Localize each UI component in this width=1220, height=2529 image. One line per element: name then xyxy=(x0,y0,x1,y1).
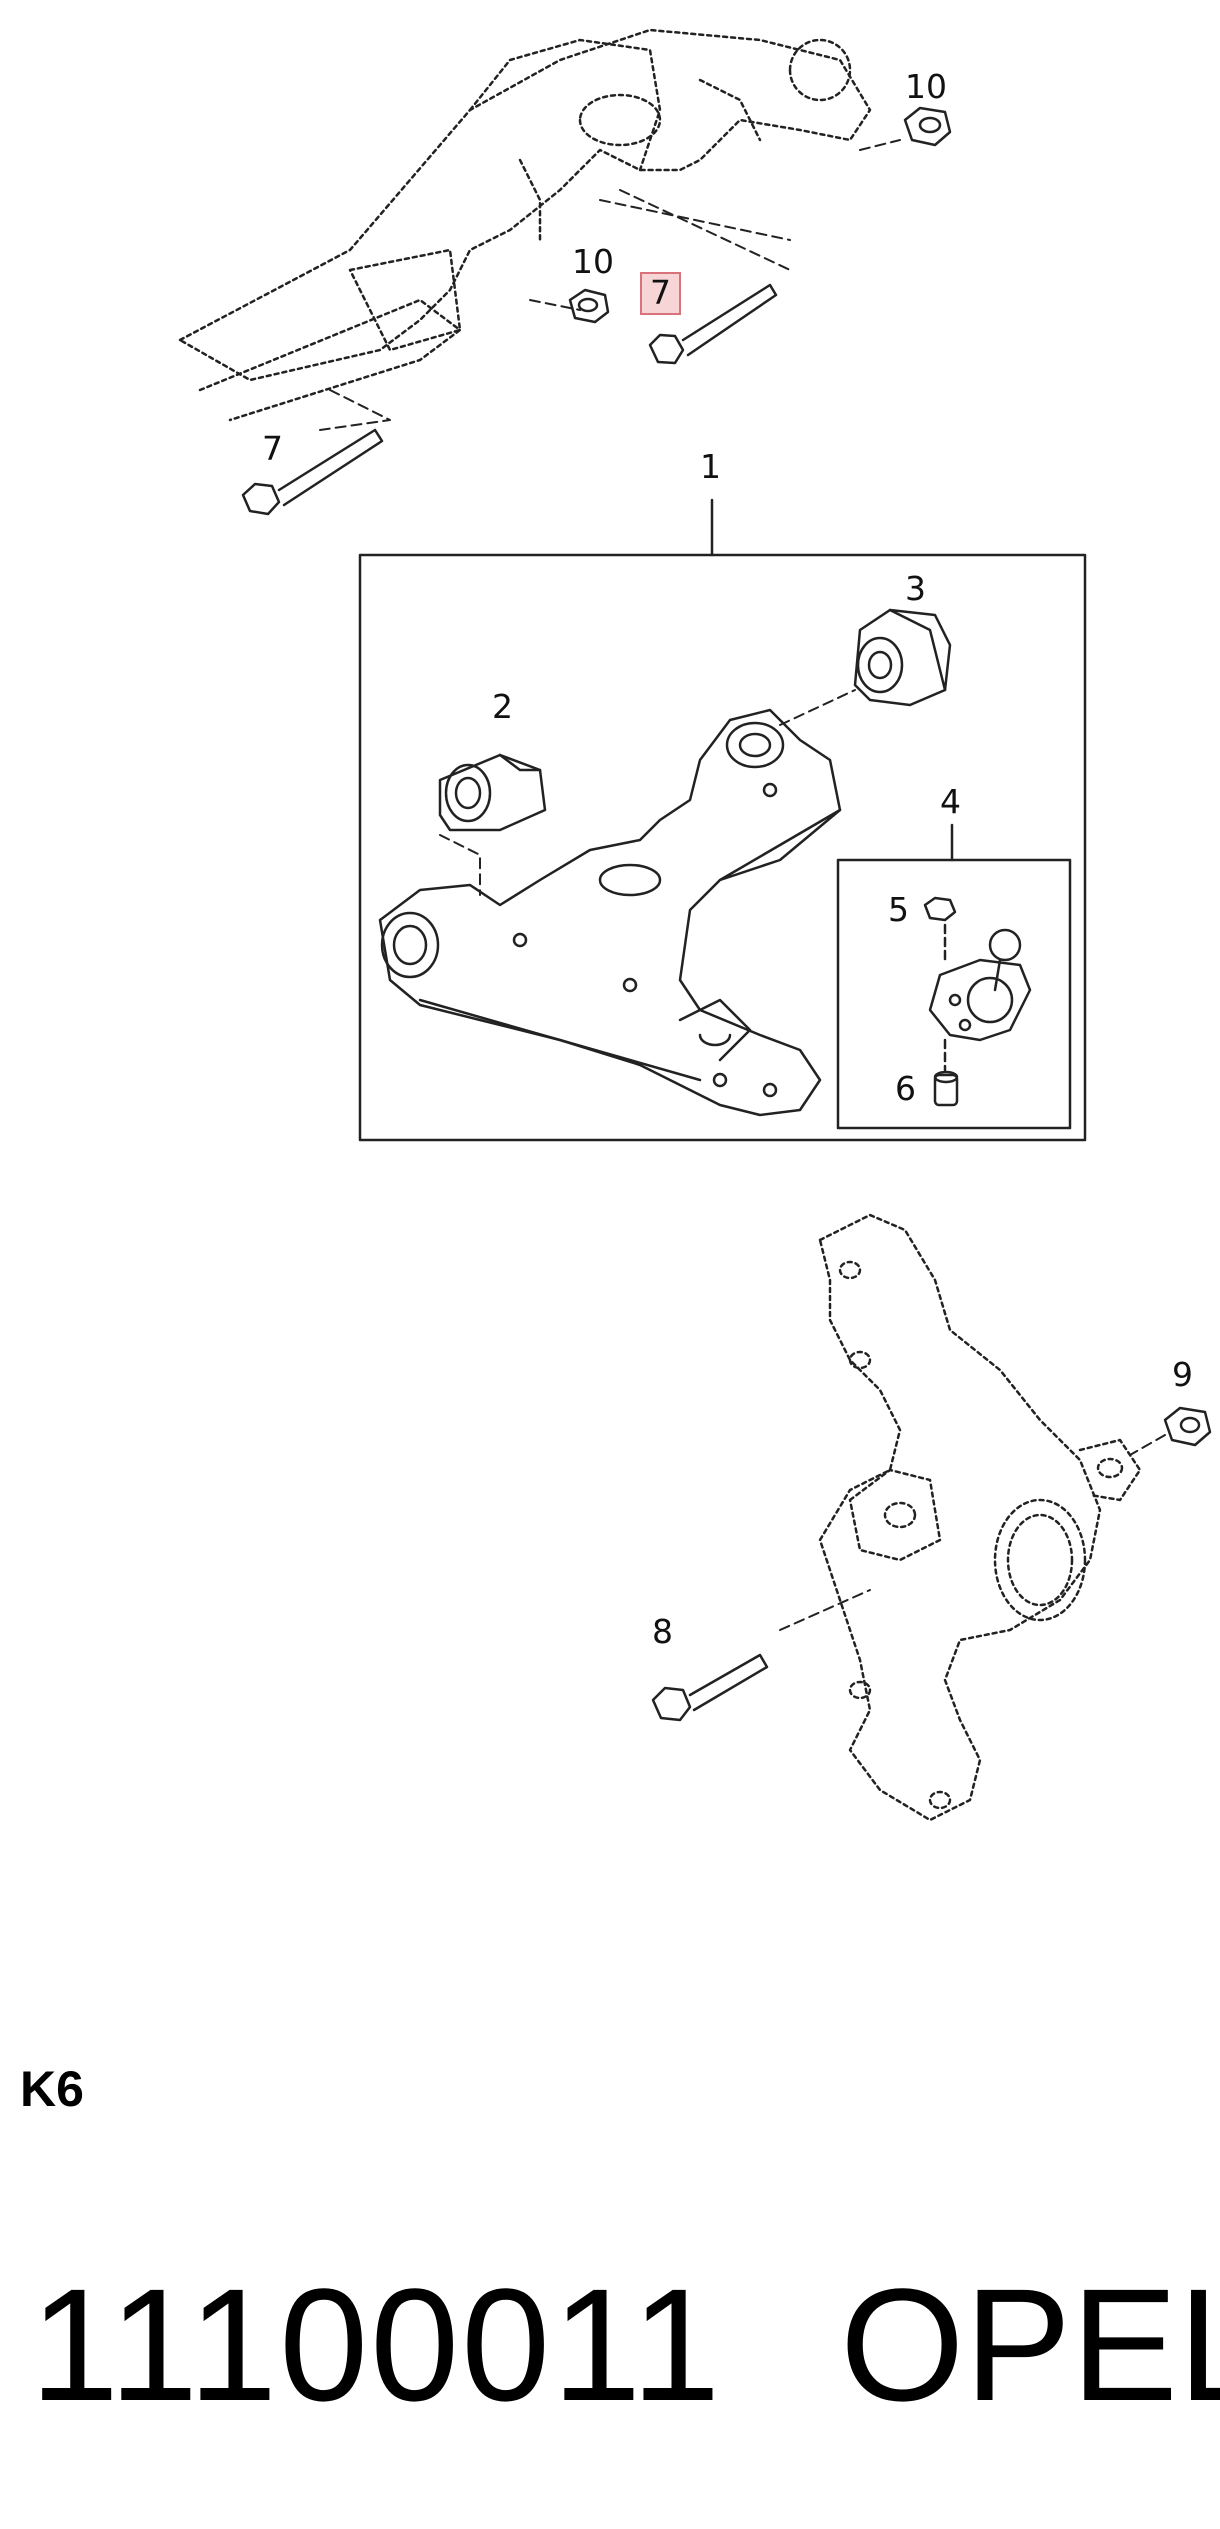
callout-10-top[interactable]: 10 xyxy=(905,67,947,106)
bolt-7-selected xyxy=(648,283,778,365)
brand-name: OPEL xyxy=(840,2255,1220,2434)
bolt-8 xyxy=(651,1653,769,1722)
callout-2[interactable]: 2 xyxy=(492,687,513,726)
callout-3[interactable]: 3 xyxy=(905,569,926,608)
callout-6[interactable]: 6 xyxy=(895,1069,916,1108)
callout-4[interactable]: 4 xyxy=(940,782,961,821)
callout-8[interactable]: 8 xyxy=(652,1612,673,1651)
callout-1[interactable]: 1 xyxy=(700,447,721,486)
nut-10-mid xyxy=(568,288,610,324)
control-arm-box xyxy=(358,553,1087,1142)
bushing-3 xyxy=(853,608,952,707)
callout-9[interactable]: 9 xyxy=(1172,1355,1193,1394)
nut-9 xyxy=(1163,1406,1212,1447)
knuckle-illustration xyxy=(818,1213,1142,1822)
callout-7-selected[interactable]: 7 xyxy=(640,272,681,315)
subframe-illustration xyxy=(178,28,872,422)
callout-7-left[interactable]: 7 xyxy=(262,429,283,468)
ball-joint-box xyxy=(836,858,1072,1130)
knuckle-leader-lines xyxy=(779,1434,1166,1631)
section-code: K6 xyxy=(20,2061,84,2117)
control-arm-illustration xyxy=(378,708,842,1117)
ball-joint-illustration xyxy=(923,896,1032,1107)
arm-leader-lines xyxy=(439,689,856,896)
bushing-2 xyxy=(438,753,547,832)
callout-5[interactable]: 5 xyxy=(888,890,909,929)
nut-10-top xyxy=(903,106,952,147)
callout-10-mid[interactable]: 10 xyxy=(572,242,614,281)
part-number: 11100011 xyxy=(30,2255,723,2434)
bolt-7-left xyxy=(241,428,384,516)
